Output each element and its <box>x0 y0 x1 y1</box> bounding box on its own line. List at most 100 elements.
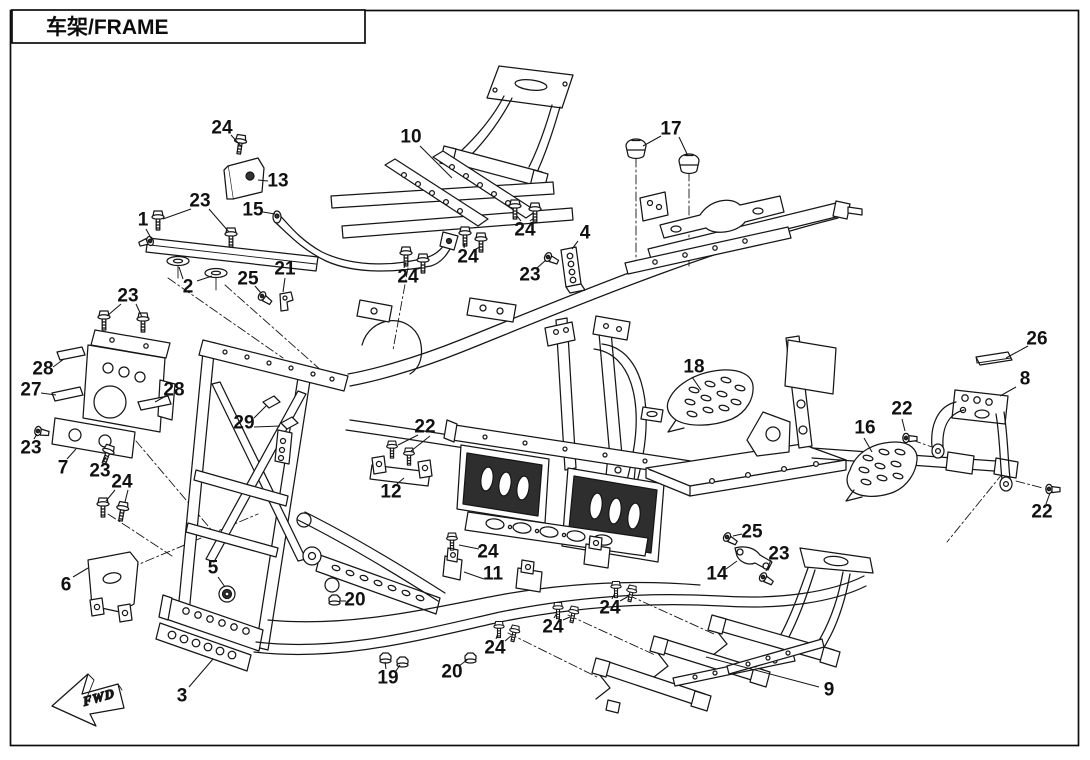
part-16-footrest <box>845 441 918 502</box>
part-5-bushing <box>218 585 236 603</box>
callout-19: 19 <box>377 668 398 689</box>
leader-line-22 <box>901 418 906 432</box>
callout-20: 20 <box>441 662 462 683</box>
callout-6: 6 <box>61 575 72 596</box>
leader-line-23 <box>33 433 38 440</box>
title-block: 车架/FRAME <box>11 9 366 44</box>
part-12-bracket <box>369 440 433 487</box>
leader-line-24 <box>458 544 480 550</box>
front-frame-section <box>155 339 446 672</box>
leader-line-24 <box>529 217 535 222</box>
callout-24: 24 <box>457 247 479 268</box>
leader-line-24 <box>611 592 616 600</box>
callout-21: 21 <box>274 259 296 280</box>
callout-20: 20 <box>344 590 365 611</box>
leader-line-21 <box>282 277 286 293</box>
construction-lines <box>107 157 1044 700</box>
leader-line-3 <box>188 658 214 688</box>
callout-24: 24 <box>111 472 133 493</box>
leader-line-19 <box>395 664 401 672</box>
part-7-bracket-cluster <box>33 310 176 523</box>
leader-line-2 <box>196 275 213 282</box>
page-border <box>9 9 1080 747</box>
leader-line-11 <box>463 571 485 580</box>
leader-line-23 <box>162 208 192 220</box>
leader-line-10 <box>419 145 453 179</box>
rear-upper-assembly <box>624 191 863 275</box>
callout-24: 24 <box>599 598 621 619</box>
callout-2: 2 <box>183 277 194 298</box>
leader-line-26 <box>1005 345 1029 359</box>
leader-line-22 <box>397 434 419 446</box>
callout-24: 24 <box>484 638 506 659</box>
page-title: 车架/FRAME <box>46 15 169 39</box>
leader-line-20 <box>458 659 468 667</box>
leader-line-23 <box>208 208 230 233</box>
leader-line-6 <box>72 567 89 578</box>
leader-line-28 <box>52 358 65 368</box>
callout-22: 22 <box>891 399 912 420</box>
callout-7: 7 <box>58 458 69 479</box>
leader-line-13 <box>257 179 269 182</box>
frame-line-art: FWD <box>33 65 1061 727</box>
leader-line-24 <box>562 616 571 621</box>
callout-23: 23 <box>768 544 789 565</box>
callout-17: 17 <box>660 119 681 140</box>
leader-line-25 <box>732 533 743 537</box>
callout-24: 24 <box>211 118 233 139</box>
callout-3: 3 <box>177 686 188 707</box>
leader-line-17 <box>642 135 662 147</box>
leader-line-24 <box>463 242 466 249</box>
callout-27: 27 <box>20 380 41 401</box>
callout-15: 15 <box>242 200 264 221</box>
part-21-clip <box>256 289 294 312</box>
callout-4: 4 <box>580 223 591 244</box>
leader-line-18 <box>691 376 702 391</box>
part-4-plate <box>399 199 586 294</box>
leader-line-27 <box>40 392 57 396</box>
callout-23: 23 <box>89 461 110 482</box>
callout-24: 24 <box>397 267 419 288</box>
leader-line-8 <box>999 386 1017 397</box>
leader-line-24 <box>105 489 116 502</box>
callout-24: 24 <box>477 542 499 563</box>
callout-12: 12 <box>380 482 401 503</box>
part-15-strap <box>272 210 459 272</box>
leader-line-25 <box>254 285 262 294</box>
leader-line-23 <box>102 456 107 463</box>
callout-25: 25 <box>741 522 763 543</box>
leader-line-23 <box>765 559 772 572</box>
rear-rack-base <box>493 335 1019 644</box>
leader-line-23 <box>135 303 143 318</box>
callout-11: 11 <box>483 564 504 585</box>
leader-line-23 <box>106 303 122 317</box>
callout-8: 8 <box>1020 369 1031 390</box>
part-8-handle <box>902 351 1061 495</box>
leader-line-12 <box>396 477 405 485</box>
leader-line-5 <box>217 576 226 588</box>
part-17-caps <box>625 138 700 175</box>
leader-line-14 <box>725 560 738 570</box>
leader-line-22 <box>1045 492 1051 505</box>
leader-line-24 <box>504 635 512 642</box>
part-18-footrest <box>640 369 754 433</box>
part-1-crossbar <box>137 210 319 291</box>
callout-1: 1 <box>138 210 149 231</box>
leader-line-9 <box>705 656 820 688</box>
leader-line-22 <box>410 435 431 452</box>
part-29-clips <box>262 395 299 430</box>
callout-28: 28 <box>163 380 184 401</box>
leader-line-29 <box>253 425 281 428</box>
leader-line-17 <box>678 136 689 157</box>
leader-line-2 <box>178 266 184 280</box>
callout-16: 16 <box>854 418 875 439</box>
fwd-arrow: FWD <box>51 673 125 727</box>
callout-24: 24 <box>514 220 536 241</box>
leader-line-24 <box>516 215 522 222</box>
leader-line-24 <box>495 632 499 640</box>
leader-line-24 <box>413 267 422 271</box>
callout-13: 13 <box>267 171 288 192</box>
